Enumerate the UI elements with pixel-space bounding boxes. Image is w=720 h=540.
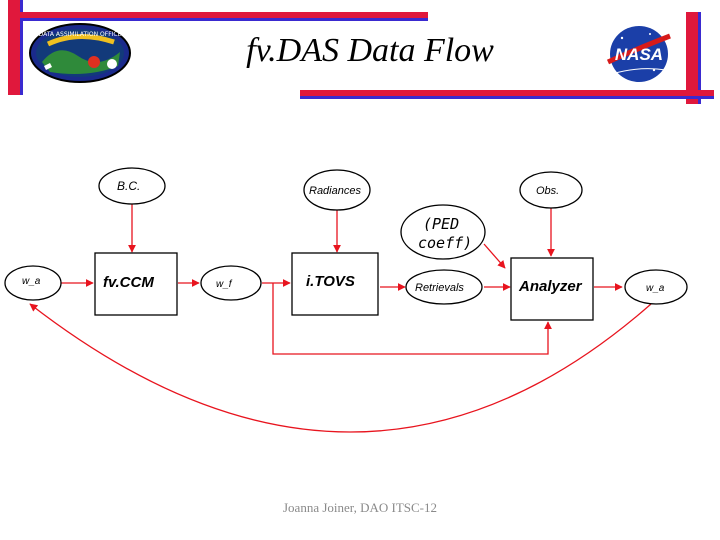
node-radiances	[303, 169, 371, 211]
node-analyzer-label: Analyzer	[518, 278, 583, 295]
left-vertical-bar	[8, 0, 20, 95]
node-retrievals	[405, 269, 483, 305]
dao-logo-text: DATA ASSIMILATION OFFICE	[39, 31, 122, 38]
arrow-cycle-return	[29, 303, 652, 433]
node-ped-label-line1: (PED	[423, 215, 459, 233]
node-obs	[519, 171, 583, 209]
node-fvccm	[94, 252, 178, 316]
node-wa-left-label: w_a	[22, 276, 41, 287]
nasa-meatball-icon: NASA	[606, 26, 671, 82]
slide-title: fv.DAS Data Flow	[246, 32, 494, 69]
left-vertical-bar-shadow	[20, 0, 23, 95]
node-wf-label: w_f	[216, 279, 233, 290]
node-wa-right-label: w_a	[646, 283, 665, 294]
top-horizontal-bar	[20, 12, 428, 18]
slide-decoration	[8, 0, 714, 104]
node-retrievals-label: Retrievals	[415, 282, 464, 294]
node-bc-label: B.C.	[117, 179, 140, 193]
arrow-ped-to-analyzer	[483, 243, 506, 269]
node-ped-label-line2: coeff)	[418, 234, 472, 252]
node-bc	[98, 167, 166, 205]
node-radiances-label: Radiances	[309, 185, 361, 197]
node-analyzer	[510, 257, 594, 321]
right-vertical-bar-shadow	[698, 12, 701, 104]
top-horizontal-bar-shadow	[20, 18, 428, 21]
node-itovs-label: i.TOVS	[306, 273, 355, 290]
node-obs-label: Obs.	[536, 185, 559, 197]
node-ped-coeff	[400, 204, 486, 260]
right-vertical-bar	[686, 12, 698, 104]
node-wf	[200, 265, 262, 301]
bottom-horizontal-bar-shadow	[300, 96, 714, 99]
node-itovs	[291, 252, 379, 316]
flow-connections	[29, 204, 652, 433]
node-fvccm-label: fv.CCM	[103, 274, 154, 291]
slide-footer: Joanna Joiner, DAO ITSC-12	[282, 500, 437, 515]
dao-mission-patch-icon: DATA ASSIMILATION OFFICE	[29, 23, 131, 83]
arrow-wf-to-analyzer	[272, 283, 552, 355]
bottom-horizontal-bar	[300, 90, 714, 96]
nasa-logo-text: NASA	[615, 45, 663, 64]
node-wa-right	[624, 269, 688, 305]
node-wa-left	[4, 265, 62, 301]
